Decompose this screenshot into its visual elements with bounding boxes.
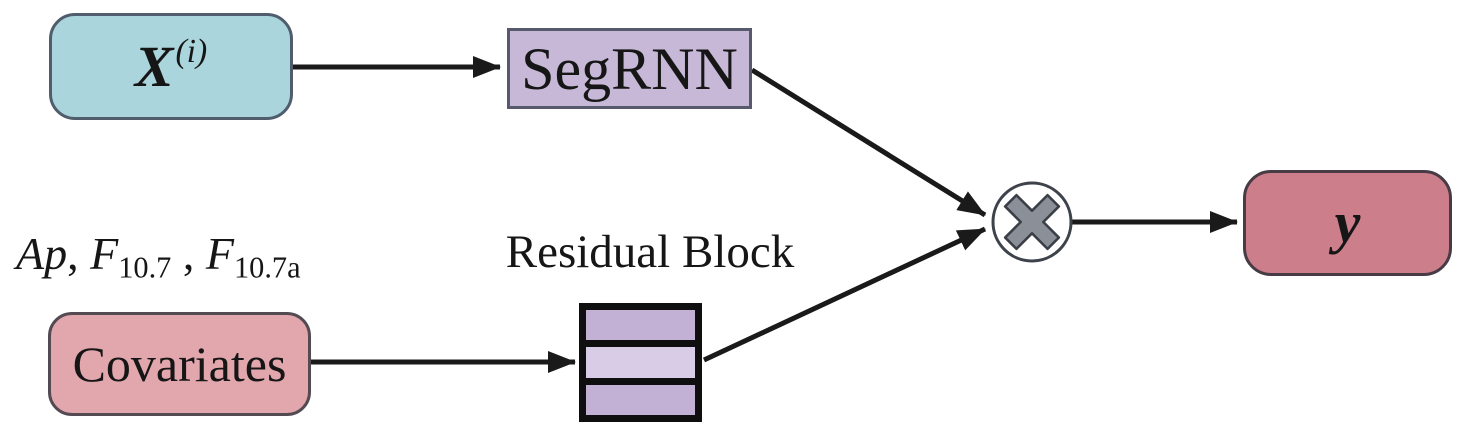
segrnn-label: SegRNN xyxy=(521,35,738,102)
covariate-var-f107: F xyxy=(90,228,119,279)
input-label-superscript: (i) xyxy=(175,32,208,70)
input-label-base: X xyxy=(134,33,174,99)
arrow-residual-to-multiply xyxy=(702,226,987,363)
covariate-var-f107a: F xyxy=(205,228,234,279)
input-label: X(i) xyxy=(135,34,207,96)
residual-layer xyxy=(586,347,695,378)
output-box: y xyxy=(1243,170,1452,276)
covariate-var-ap: Ap xyxy=(16,228,68,279)
residual-layer xyxy=(586,310,695,341)
multiply-node xyxy=(991,181,1073,263)
input-box: X(i) xyxy=(49,13,293,120)
covariates-label: Covariates xyxy=(72,336,287,392)
covariates-box: Covariates xyxy=(48,312,311,416)
segrnn-box: SegRNN xyxy=(507,28,752,109)
output-label: y xyxy=(1334,190,1361,255)
multiply-icon xyxy=(1003,193,1061,251)
covariate-var-f107-subscript: 10.7 xyxy=(118,250,172,285)
arrow-segrnn-to-multiply xyxy=(750,67,987,218)
residual-stack xyxy=(579,303,702,422)
covariate-var-f107a-subscript: 10.7a xyxy=(233,250,301,285)
covariate-separator: , xyxy=(67,228,91,279)
covariate-separator-2: , xyxy=(171,228,206,279)
covariate-variables-label: Ap, F10.7 , F10.7a xyxy=(16,226,376,283)
residual-layer xyxy=(586,384,695,415)
residual-block-label: Residual Block xyxy=(505,226,795,278)
